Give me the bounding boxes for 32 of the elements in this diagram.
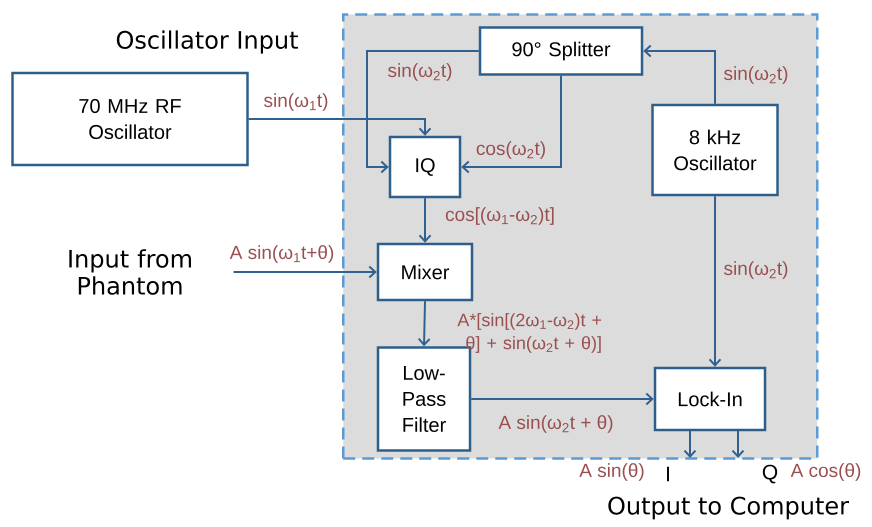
output-letter: Q [762, 464, 778, 484]
block-box: 70 MHz RF Oscillator [11, 72, 249, 166]
arrow [418, 198, 432, 243]
edge-label: A cos(θ) [790, 463, 860, 481]
input-text: Input from Phantom [69, 249, 191, 295]
edge-label: sin(ω$_{1}$t) [264, 93, 328, 111]
block-box: IQ [388, 136, 462, 198]
block-box: 8 kHz Oscillator [651, 104, 779, 196]
arrow [684, 430, 696, 458]
edge-label: A sin(ω$_{1}$t+θ) [230, 245, 334, 263]
edge-label: cos[(ω$_{1}$-ω$_{2}$)t] [446, 207, 554, 225]
heading-text: Oscillator Input [116, 30, 298, 54]
arrow [366, 50, 479, 174]
arrow [418, 301, 430, 346]
arrow [732, 430, 744, 458]
block-box: 90° Splitter [478, 26, 644, 76]
edge-label: sin(ω$_{2}$t) [388, 63, 452, 81]
output-letter: I [667, 466, 669, 482]
edge-label: sin(ω$_{2}$t) [724, 66, 788, 84]
block-box: Lock-In [654, 366, 766, 432]
arrow [708, 196, 722, 367]
arrow [471, 392, 654, 406]
arrow [643, 44, 716, 104]
edge-label: cos(ω$_{2}$t) [474, 140, 548, 160]
edge-label: sin(ω$_{2}$t) [724, 261, 788, 279]
arrow [248, 118, 432, 136]
arrow [461, 76, 562, 174]
heading-text: Output to Computer [608, 496, 849, 520]
block-box: Mixer [376, 242, 474, 302]
edge-label: A sin(θ) [579, 463, 644, 481]
arrow [234, 266, 377, 278]
edge-label: A sin(ω$_{2}$t + θ) [498, 415, 612, 433]
